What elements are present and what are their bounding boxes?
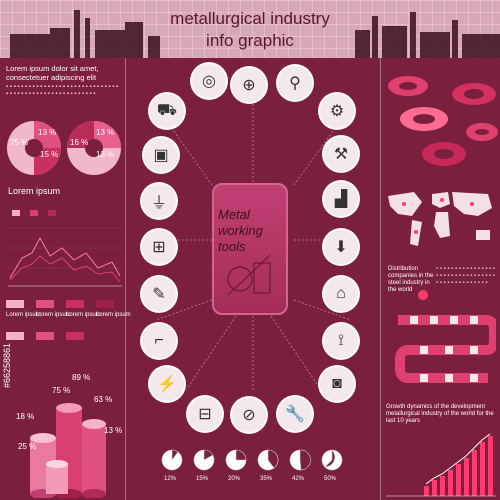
pie-label-6: 13 % [96,150,115,159]
cyl-label-1: 75 % [52,386,71,395]
wrench-icon: 🔧 [276,395,314,433]
bolt-icon: ⏚ [140,182,178,220]
growth-caption: Growth dynamics of the development metal… [386,404,494,424]
factory-silhouette-icon [10,10,500,58]
stock-id-text: #66258861 [2,342,12,388]
nail-icon: ⬇ [322,228,360,266]
hammer-icon: ⚒ [322,135,360,173]
pie-pct-3: 20% [228,476,241,482]
divider-right [380,58,381,500]
drill-icon: ⚡ [148,365,186,403]
screw-icon: ⚲ [276,64,314,102]
cylinder-chart [30,403,106,498]
growth-bar-chart [386,433,496,497]
cyl-label-6: 13 % [104,426,123,435]
saw-icon: ⊟ [186,395,224,433]
title-line1: metallurgical industry [170,9,330,28]
angle-grinder-icon: ⊘ [230,396,268,434]
bar-label-1: Lorem ipsum [6,312,41,318]
cyl-label-5: 25 % [18,442,37,451]
welding-mask-icon: ◙ [318,365,356,403]
connectors [155,100,352,391]
pie-pct-6: 50% [324,476,337,482]
center-card: Metal working tools [212,183,288,315]
screwdriver-icon: ✎ [140,275,178,313]
bar-label-4: Lorem ipsum [96,312,131,318]
factory-icon: ⌂ [322,275,360,313]
vise-icon: ▣ [142,136,180,174]
left-heading: Lorem ipsum dolor sit amet, consectetuer… [6,64,99,82]
3d-rings-chart [388,76,498,166]
snake-flow-chart [395,315,496,383]
bar-label-3: Lorem ipsum [66,312,101,318]
map-caption: Distribution companies in the steel indu… [388,266,434,293]
left-filler-text: ▪ ▪ ▪ ▪ ▪ ▪ ▪ ▪ ▪ ▪ ▪ ▪ ▪ ▪ ▪ ▪ ▪ ▪ ▪ ▪ … [6,84,119,97]
header-band [0,0,500,58]
wheel-icon: ⊕ [230,66,268,104]
pie-label-2: 13 % [38,128,57,137]
spray-gun-icon: ⌐ [140,322,178,360]
pie-pct-5: 42% [292,476,305,482]
pie-label-4: 16 % [70,138,89,147]
section-label: Lorem ipsum [8,186,61,196]
pie-pct-4: 35% [260,476,273,482]
world-map-icon [388,192,492,246]
pin-icon: ⟟ [322,322,360,360]
title-line2: info graphic [206,31,294,50]
drill-press-icon: ⚙ [318,92,356,130]
pie-pct-1: 12% [164,476,177,482]
map-filler-text: ▪ ▪ ▪ ▪ ▪ ▪ ▪ ▪ ▪ ▪ ▪ ▪ ▪ ▪ ▪ ▪ ▪ ▪ ▪ ▪ … [436,266,496,286]
cyl-label-2: 89 % [72,373,91,382]
bottom-pie-row [161,449,343,471]
anvil-icon: ▟ [322,180,360,218]
bar-label-2: Lorem ipsum [36,312,71,318]
cyl-label-3: 18 % [16,412,35,421]
pie-label-1: 75 % [10,138,29,147]
page-title: metallurgical industry info graphic [0,8,500,52]
divider-left [125,58,126,500]
cyl-label-4: 63 % [94,395,113,404]
pie-label-3: 15 % [40,150,59,159]
header-grid [0,0,500,58]
location-pin-icon [418,290,428,300]
caliper-icon: ⊞ [140,228,178,266]
pie-label-5: 13 % [96,128,115,137]
truck-icon: ⛟ [148,92,186,130]
legend-bars [6,300,114,340]
pie-pct-2: 15% [196,476,209,482]
bearing-icon: ◎ [190,62,228,100]
tools-sketch-icon [227,254,271,296]
center-card-text: Metal working tools [218,207,263,254]
left-donut-charts [7,121,121,175]
line-chart [8,210,122,287]
